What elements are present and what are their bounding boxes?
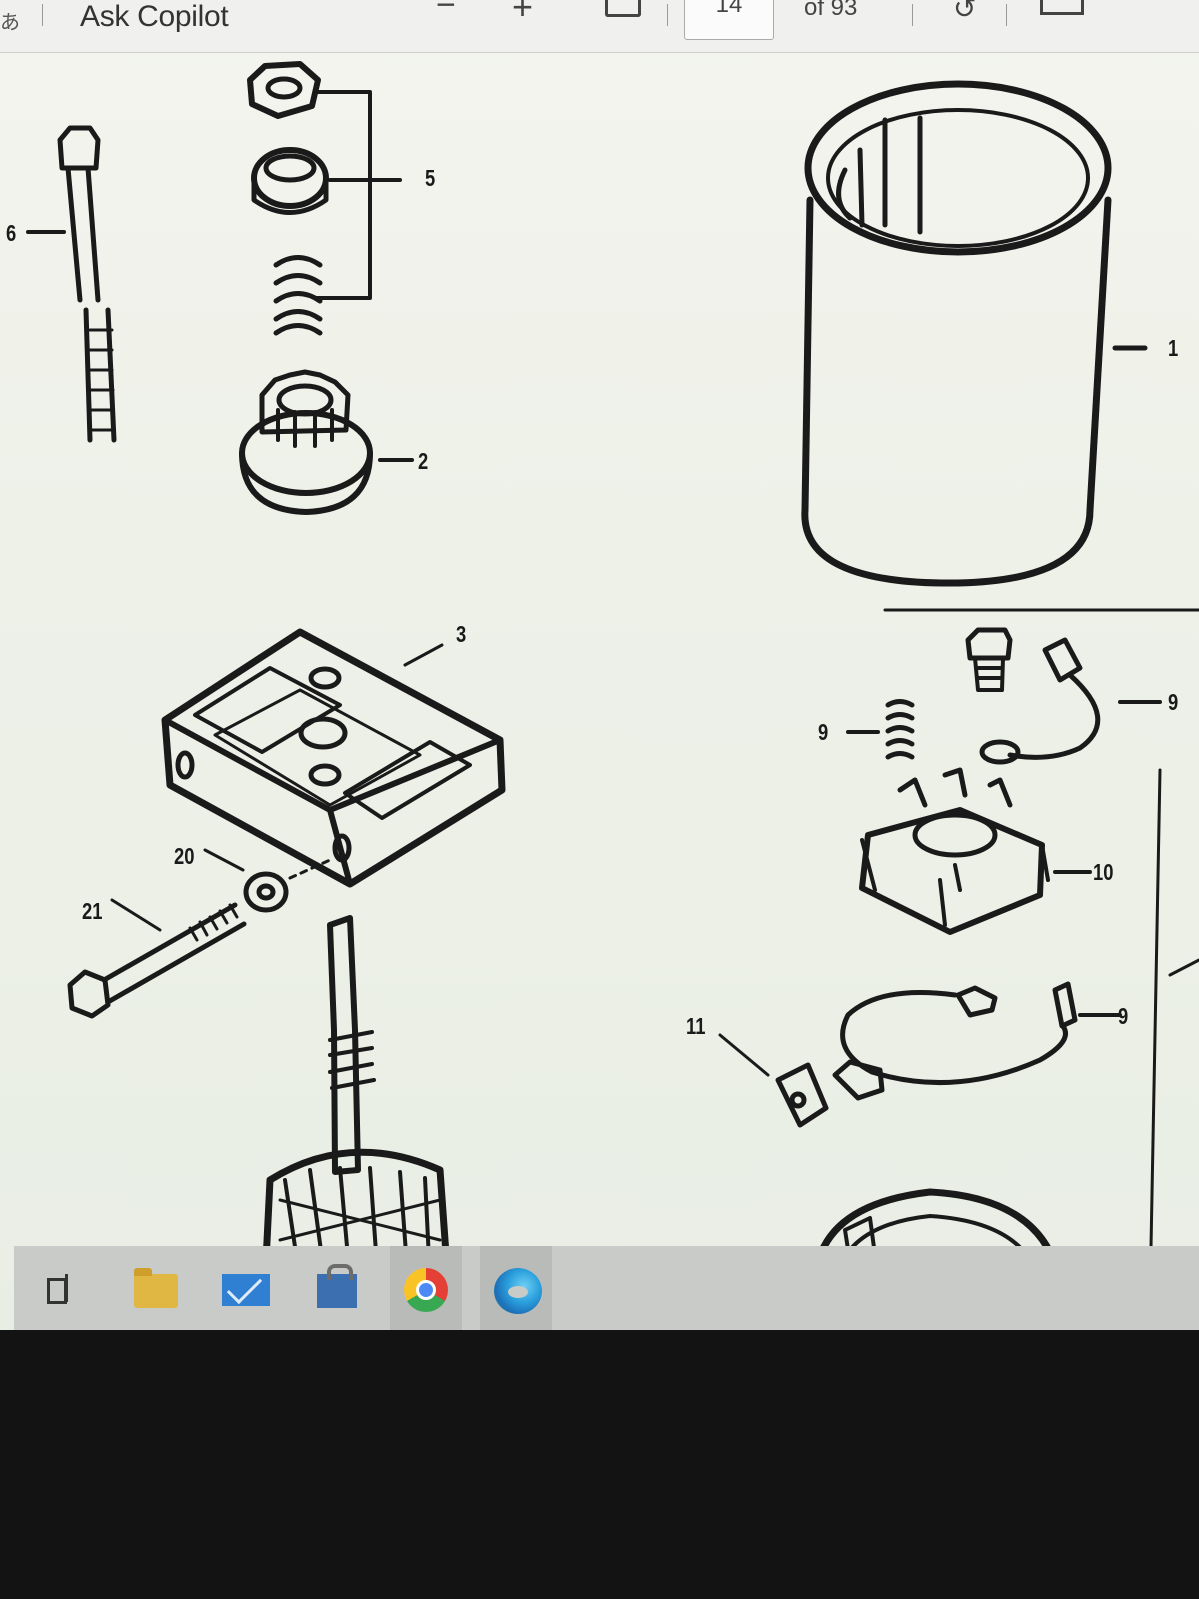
page-count-label: of 93: [804, 0, 858, 21]
callout-11: 11: [686, 1013, 706, 1039]
rotate-icon[interactable]: ↺: [953, 0, 977, 24]
windows-taskbar: [14, 1246, 1199, 1330]
callout-9-upper: 9: [1168, 689, 1179, 715]
callout-2: 2: [418, 448, 429, 474]
edge-icon[interactable]: [494, 1268, 542, 1314]
exploded-parts-diagram: [26, 61, 1199, 1283]
callout-10: 10: [1093, 859, 1114, 885]
brush-spring-and-lead-part: [846, 627, 1162, 765]
subassembly-frame: [883, 608, 1199, 1283]
monitor-bezel: [0, 1330, 1199, 1599]
toolbar-divider: [912, 4, 913, 26]
app-menu-icon[interactable]: あ: [0, 12, 20, 34]
nut-washer-spring-part: [247, 61, 402, 336]
brush-holder-part: [859, 767, 1092, 935]
through-bolt-part: [26, 125, 117, 443]
zoom-out-button[interactable]: −: [436, 0, 456, 24]
pinion-gear-part: [239, 369, 414, 515]
toolbar-divider: [1006, 4, 1007, 26]
toolbar-divider: [667, 4, 668, 26]
page-number-input[interactable]: 14: [684, 0, 774, 40]
callout-6: 6: [6, 220, 17, 246]
washer-and-bolt-part: [67, 848, 332, 1019]
zoom-in-button[interactable]: +: [512, 0, 534, 27]
callout-1: 1: [1168, 335, 1179, 361]
mail-icon[interactable]: [222, 1274, 270, 1306]
page-view-icon[interactable]: [1040, 0, 1084, 15]
brush-lead-and-nut-plate-part: [718, 981, 1122, 1128]
callout-5: 5: [425, 165, 436, 191]
armature-shaft-part: [261, 915, 452, 1283]
end-cap-bracket-part: [161, 628, 506, 888]
file-explorer-icon[interactable]: [134, 1268, 178, 1308]
callout-9-spring: 9: [818, 719, 829, 745]
task-view-icon[interactable]: [47, 1274, 73, 1304]
callout-3: 3: [456, 621, 467, 647]
fit-to-width-icon[interactable]: [605, 0, 641, 17]
ask-copilot-button[interactable]: Ask Copilot: [80, 0, 229, 33]
pdf-toolbar: あ Ask Copilot − + 14 of 93 ↺: [0, 0, 1199, 53]
pdf-viewer-window: あ Ask Copilot − + 14 of 93 ↺: [0, 0, 1199, 1355]
chrome-icon[interactable]: [404, 1268, 448, 1312]
callout-21: 21: [82, 898, 103, 924]
toolbar-divider: [42, 4, 43, 26]
housing-cylinder-part: [801, 80, 1148, 587]
callout-9-lower: 9: [1118, 1003, 1129, 1029]
callout-20: 20: [174, 843, 195, 869]
store-icon[interactable]: [317, 1264, 357, 1308]
document-page: 1 2 3 5 6 9 9 9 10 11 12 20 21: [0, 53, 1199, 1287]
